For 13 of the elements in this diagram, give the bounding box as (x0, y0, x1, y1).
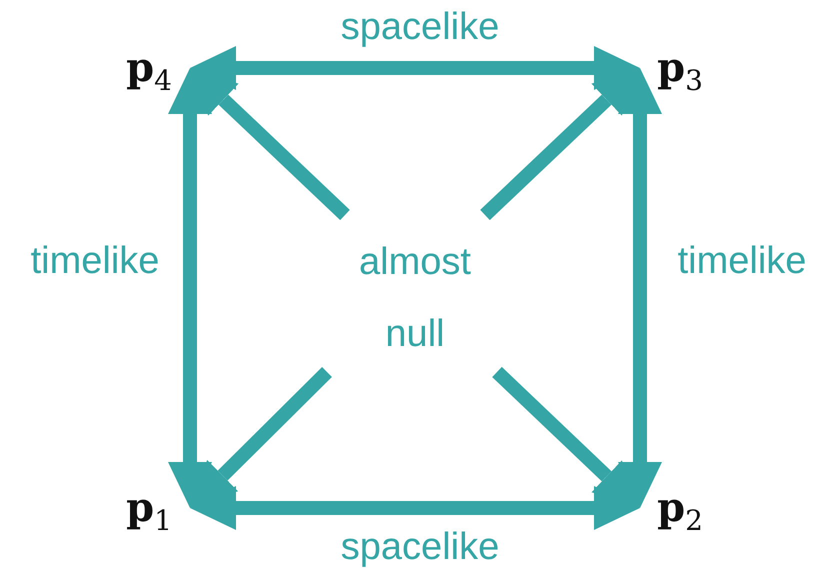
node-label: p$_{3}$ (657, 44, 703, 96)
node-label: almost null (358, 240, 472, 356)
arrow (480, 68, 640, 220)
arrow (492, 366, 640, 508)
node-label: p$_{1}$ (126, 484, 172, 536)
arrow (618, 68, 662, 508)
node-label: p$_{2}$ (657, 484, 703, 536)
arrow (190, 68, 350, 220)
arrow (190, 486, 640, 530)
arrow (168, 68, 212, 508)
arrow (190, 367, 332, 508)
node-label: p$_{4}$ (126, 44, 172, 96)
arrow (190, 46, 640, 90)
